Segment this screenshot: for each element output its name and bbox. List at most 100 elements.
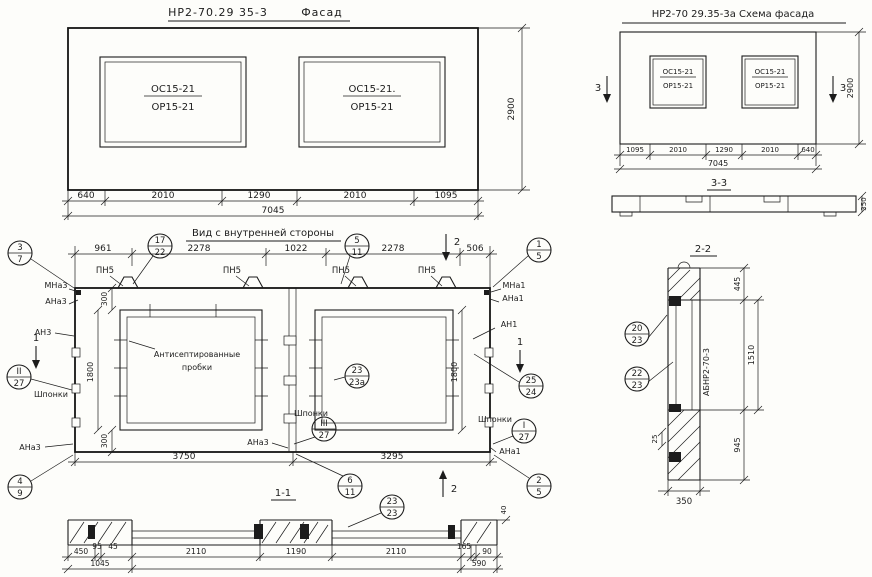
callout-6-11: 611 (295, 453, 363, 499)
dim-1190: 1190 (286, 547, 306, 556)
svg-text:11: 11 (352, 248, 363, 258)
inner-dim-2278b: 2278 (382, 244, 405, 254)
label-shponki-mid: Шпонки (294, 409, 328, 418)
svg-text:5: 5 (536, 488, 541, 498)
dim-45: 45 (108, 542, 118, 551)
svg-text:22: 22 (155, 248, 166, 258)
callout-5-11: 511 (340, 233, 370, 285)
plugs-note-line2: пробки (182, 363, 212, 372)
svg-text:23: 23 (387, 509, 398, 519)
facade-window-2-mark-top: ОС15-21. (348, 84, 395, 95)
svg-text:20: 20 (632, 324, 643, 334)
tick-marks (70, 249, 495, 259)
facade-title-number: НР2-70.29 35-3 (168, 6, 268, 19)
scheme-dim-1290: 1290 (715, 146, 733, 154)
facade-title-word: Фасад (301, 6, 343, 19)
svg-text:27: 27 (319, 431, 330, 441)
svg-text:5: 5 (354, 236, 359, 246)
key-slot (484, 417, 494, 428)
svg-text:2: 2 (536, 476, 541, 486)
lifting-loops (117, 276, 457, 289)
tick-marks (70, 457, 495, 467)
section-1-1-extension-lines (67, 545, 498, 573)
svg-text:11: 11 (345, 488, 356, 498)
scheme-panel-outline (619, 31, 817, 145)
joint-element (88, 525, 95, 539)
section-marker-1-right: 1 (517, 337, 523, 348)
dim-1510: 1510 (747, 345, 756, 365)
section-marker-arrow (516, 364, 524, 373)
svg-text:9: 9 (17, 489, 22, 499)
window-zone-lines (675, 300, 693, 410)
section-marker-arrow (603, 94, 611, 103)
joint-element (300, 524, 309, 539)
label-shponki-right: Шпонки (478, 415, 512, 424)
section-marker-arrow (442, 252, 450, 261)
joint-element (254, 524, 263, 539)
callout-3-7: 37 (7, 240, 75, 289)
embedded-element (669, 452, 681, 462)
scheme-window-1-mark-bottom: ОР15-21 (663, 82, 693, 90)
section-1-1-pier-edges (67, 520, 498, 545)
dim-1800-right: 1800 (450, 362, 459, 382)
svg-text:I: I (523, 421, 526, 431)
tick-marks (854, 27, 864, 149)
svg-text:22: 22 (632, 369, 643, 379)
scheme-window-1-mark-top: ОС15-21 (663, 68, 694, 76)
scheme-section-marker-left: 3 (595, 83, 601, 94)
svg-text:3: 3 (17, 243, 22, 253)
inner-panel-outline (74, 287, 491, 453)
dim-945: 945 (733, 437, 742, 452)
svg-text:23: 23 (387, 497, 398, 507)
scheme-dim-2010a: 2010 (669, 146, 687, 154)
leader (490, 447, 497, 453)
inner-dim-3295: 3295 (381, 452, 404, 462)
dim-40-marks (497, 515, 511, 525)
tick-marks (63, 196, 483, 206)
dim-1800-left: 1800 (86, 362, 95, 382)
facade-dim-1095: 1095 (435, 191, 458, 201)
label-mna3: МНа3 (45, 281, 68, 290)
dim-445: 445 (733, 277, 742, 292)
label-mna1: МНа1 (503, 281, 526, 290)
scheme-window-2-mark-bottom: ОР15-21 (755, 82, 785, 90)
facade-window-1-inner (104, 61, 242, 143)
label-ana1: АНа1 (502, 294, 523, 303)
anchor-plate (484, 290, 489, 295)
dim-300-bottom: 300 (100, 434, 109, 449)
label-pn5-4: ПН5 (418, 266, 436, 276)
section-marker-2-bottom: 2 (451, 484, 457, 495)
inner-bottom-extension-lines (74, 452, 491, 466)
dim-450: 450 (74, 547, 89, 556)
leader (68, 299, 79, 305)
tick-marks (457, 305, 467, 435)
plugs-note-line1: Антисептированные (154, 350, 240, 359)
inner-window-2-frame (321, 316, 447, 424)
scheme-window-2-mark-top: ОС15-21 (755, 68, 786, 76)
dim-165: 165 (457, 542, 472, 551)
key-slot (283, 413, 297, 424)
tick-marks (107, 283, 117, 315)
label-ana3: АНа3 (45, 297, 66, 306)
svg-text:7: 7 (17, 255, 22, 265)
tick-marks (63, 211, 483, 221)
dim-350-extension-lines (667, 480, 701, 496)
tick-marks (107, 425, 117, 457)
facade-scheme-view: НР2-70 29.35-3а Схема фасада ОС15-21 ОР1… (595, 9, 866, 174)
inner-dim-506: 506 (466, 244, 483, 254)
svg-text:17: 17 (155, 236, 166, 246)
callout-1-5: 15 (492, 237, 552, 288)
label-pn5-2: ПН5 (223, 266, 241, 276)
inner-top-extension-lines (74, 246, 491, 288)
dim-25: 25 (651, 435, 659, 444)
section-3-3-profile (611, 195, 857, 213)
